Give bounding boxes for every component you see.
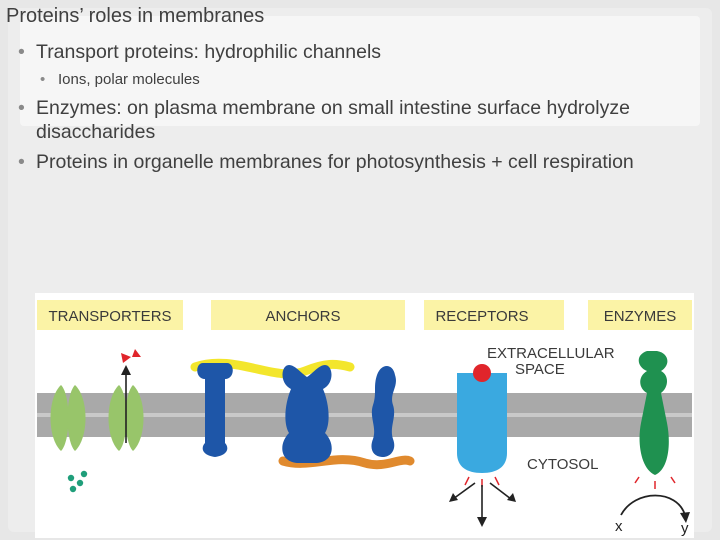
bullet-dot: •	[18, 41, 25, 63]
membrane-protein-figure: TRANSPORTERS ANCHORS RECEPTORS ENZYMES E…	[35, 293, 694, 538]
header-box-enzymes	[588, 300, 692, 330]
ion-triangle-1	[121, 353, 131, 363]
header-anchors: ANCHORS	[265, 308, 340, 325]
title-band	[20, 16, 700, 126]
membrane-diagram: TRANSPORTERS ANCHORS RECEPTORS ENZYMES E…	[37, 300, 692, 537]
bullet-enzymes: • Enzymes: on plasma membrane on small i…	[18, 96, 698, 144]
bullet-dot: •	[40, 71, 46, 88]
molecule-dots	[67, 470, 88, 493]
header-enzymes: ENZYMES	[604, 308, 677, 325]
transporter-channel-left	[50, 385, 86, 451]
receptor-protein	[457, 373, 507, 473]
reaction-arrowhead	[680, 512, 690, 523]
transport-arrowhead	[121, 365, 131, 375]
bullet-text: Transport proteins: hydrophilic channels	[36, 41, 382, 63]
label-space: SPACE	[515, 361, 565, 378]
bullet-organelle: • Proteins in organelle membranes for ph…	[18, 150, 698, 174]
receptor-signal-arrows	[452, 482, 512, 519]
bullet-text: Ions, polar molecules	[58, 71, 200, 88]
membrane-core	[37, 413, 692, 417]
bullet-text: Enzymes: on plasma membrane on small int…	[36, 97, 630, 143]
sub-bullet-ions: • Ions, polar molecules	[18, 70, 698, 90]
ion-triangle-2	[132, 349, 141, 357]
reaction-arrow	[620, 494, 686, 516]
lipid-chain-orange	[278, 455, 415, 470]
enzyme-activity-ticks	[634, 476, 676, 489]
receptor-arrowheads	[449, 493, 516, 527]
bullet-dot: •	[18, 151, 25, 173]
transporter-carrier-right	[108, 385, 144, 451]
label-extracellular: EXTRACELLULAR	[487, 345, 615, 362]
header-transporters: TRANSPORTERS	[48, 308, 171, 325]
membrane-inner-leaflet	[37, 417, 692, 437]
membrane-outer-leaflet	[37, 393, 692, 413]
anchor-protein-2	[282, 365, 332, 463]
header-box-transporters	[37, 300, 183, 330]
label-cytosol: CYTOSOL	[527, 456, 598, 473]
signal-ligand	[473, 364, 491, 382]
anchor-protein-3	[371, 366, 396, 457]
header-box-receptors	[424, 300, 564, 330]
header-receptors: RECEPTORS	[435, 308, 528, 325]
slide-title: Proteins’ roles in membranes	[6, 5, 265, 27]
anchor-protein-1	[197, 363, 233, 457]
enzyme-protein	[638, 351, 669, 475]
bullet-dot: •	[18, 97, 25, 119]
reaction-product-y: y	[681, 520, 689, 537]
reaction-substrate-x: x	[615, 518, 623, 535]
header-box-anchors	[211, 300, 405, 330]
bullet-transport: • Transport proteins: hydrophilic channe…	[18, 40, 698, 64]
bullet-list: • Transport proteins: hydrophilic channe…	[18, 40, 698, 180]
bullet-text: Proteins in organelle membranes for phot…	[36, 151, 634, 173]
